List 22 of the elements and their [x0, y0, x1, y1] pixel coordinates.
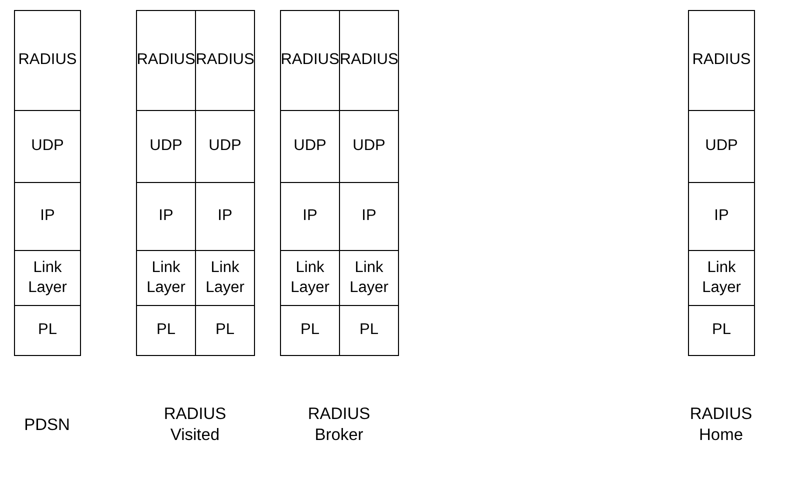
- protocol-layer: UDP: [688, 110, 755, 183]
- protocol-layer: RADIUS: [14, 10, 81, 111]
- protocol-layer: PL: [195, 305, 255, 356]
- protocol-layer: IP: [14, 182, 81, 251]
- stack-label: RADIUS Broker: [306, 404, 372, 446]
- stack-label: RADIUS Visited: [162, 404, 228, 446]
- protocol-layer: RADIUS: [136, 10, 196, 111]
- stack-label: PDSN: [23, 414, 71, 436]
- protocol-layer: PL: [339, 305, 399, 356]
- protocol-layer: IP: [688, 182, 755, 251]
- protocol-layer: Link Layer: [14, 250, 81, 306]
- stack-label: RADIUS Home: [688, 404, 754, 446]
- protocol-layer: RADIUS: [688, 10, 755, 111]
- protocol-layer: PL: [688, 305, 755, 356]
- protocol-layer: UDP: [14, 110, 81, 183]
- protocol-layer: RADIUS: [280, 10, 340, 111]
- protocol-layer: RADIUS: [195, 10, 255, 111]
- protocol-layer: PL: [14, 305, 81, 356]
- protocol-layer: PL: [136, 305, 196, 356]
- protocol-layer: Link Layer: [688, 250, 755, 306]
- protocol-layer: RADIUS: [339, 10, 399, 111]
- protocol-layer: PL: [280, 305, 340, 356]
